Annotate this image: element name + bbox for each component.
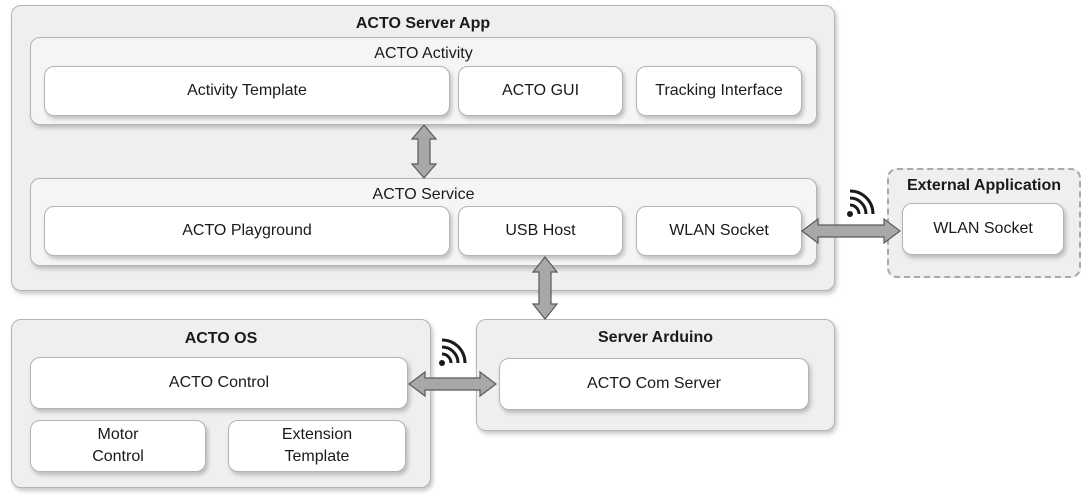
activity-template-box: Activity Template	[44, 66, 450, 116]
server-arduino-title: Server Arduino	[598, 329, 713, 346]
motor-control-line1: Motor	[97, 426, 139, 443]
motor-control-box: Motor Control	[30, 420, 206, 472]
acto-os-title: ACTO OS	[184, 330, 258, 347]
acto-gui-box: ACTO GUI	[458, 66, 623, 116]
wlan-socket-box: WLAN Socket	[636, 206, 802, 256]
acto-control-box: ACTO Control	[30, 357, 408, 409]
extension-template-box: Extension Template	[228, 420, 406, 472]
tracking-interface-box: Tracking Interface	[636, 66, 802, 116]
wifi-icon	[847, 189, 875, 217]
usb-host-box: USB Host	[458, 206, 623, 256]
acto-com-server-box: ACTO Com Server	[499, 358, 809, 410]
acto-service-title: ACTO Service	[372, 186, 475, 203]
external-wlan-socket-box: WLAN Socket	[902, 203, 1064, 255]
external-application-title: External Application	[906, 177, 1062, 194]
wifi-icon	[439, 338, 467, 366]
acto-activity-title: ACTO Activity	[374, 45, 473, 62]
extension-template-line2: Template	[284, 448, 350, 465]
acto-server-app-title: ACTO Server App	[355, 15, 491, 32]
extension-template-line1: Extension	[281, 426, 353, 443]
motor-control-line2: Control	[92, 448, 144, 465]
acto-playground-box: ACTO Playground	[44, 206, 450, 256]
